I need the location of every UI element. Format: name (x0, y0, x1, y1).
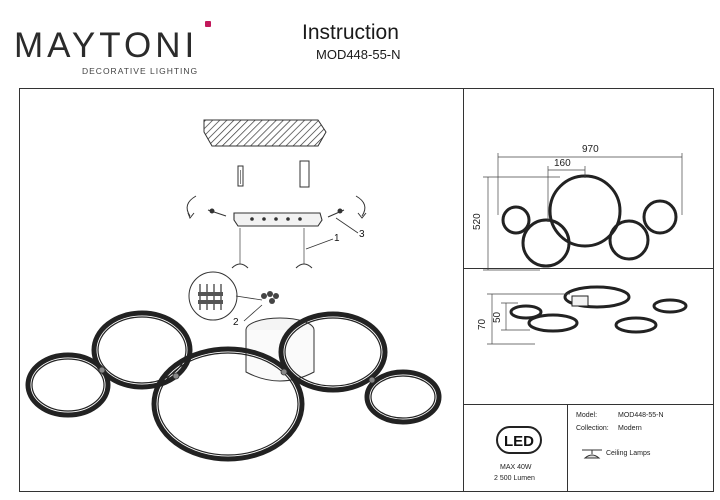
top-view-drawing (501, 174, 678, 268)
frame-divider-specs (464, 404, 714, 405)
dimension-ring-height: 50 (492, 311, 503, 323)
spec-category: Ceiling Lamps (606, 450, 651, 457)
frame-divider-vertical (463, 88, 464, 492)
spec-collection-label: Collection: (576, 425, 609, 432)
callout-1: 1 (334, 233, 340, 244)
drawing-frame (19, 88, 714, 492)
side-view-drawing (509, 285, 688, 334)
led-badge: LED (496, 426, 542, 454)
ring-left (91, 310, 193, 390)
dimension-height: 520 (472, 213, 483, 230)
ring-small-right (364, 369, 442, 425)
dimension-total-height: 70 (477, 318, 488, 330)
spec-lumen: 2 500 Lumen (494, 475, 535, 482)
logo-accent-dot (205, 21, 211, 27)
wall-anchor-left (237, 165, 244, 187)
ring-large-center (151, 346, 305, 462)
frame-divider-top-view (464, 268, 714, 269)
ceiling-lamp-icon (582, 449, 602, 459)
ring-right (278, 311, 388, 393)
dimension-spacing: 160 (554, 158, 571, 169)
model-code: MOD448-55-N (316, 47, 401, 62)
dimension-width: 970 (582, 144, 599, 155)
ceiling-hatch (203, 119, 327, 147)
brand-tagline: DECORATIVE LIGHTING (82, 66, 199, 76)
spec-collection-value: Modern (618, 425, 642, 432)
document-title: Instruction (302, 21, 399, 44)
brand-logo: MAYTONI (14, 26, 199, 65)
spec-model-value: MOD448-55-N (618, 412, 664, 419)
spec-model-label: Model: (576, 412, 598, 419)
spec-power: MAX 40W (500, 464, 532, 471)
frame-divider-spec-columns (567, 404, 568, 492)
wire-connectors (261, 291, 279, 304)
wall-anchor-right (299, 160, 310, 188)
mounting-bracket (233, 212, 323, 227)
callout-2: 2 (233, 317, 239, 328)
callout-3: 3 (359, 229, 365, 240)
ring-small-left (25, 352, 111, 418)
